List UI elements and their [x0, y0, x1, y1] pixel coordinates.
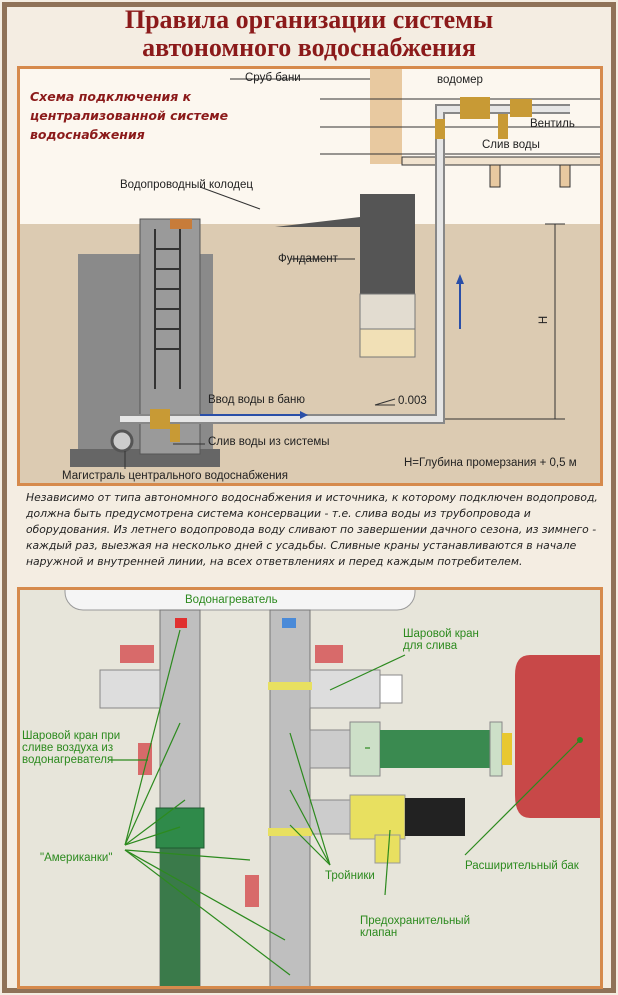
label-main: Магистраль центрального водоснабжения: [62, 470, 288, 482]
scheme-drawing: [20, 69, 600, 483]
label-vodomer: водомер: [437, 74, 483, 86]
label-system-drain: Слив воды из системы: [208, 436, 330, 448]
description-paragraph: Независимо от типа автономного водоснабж…: [26, 491, 598, 568]
label-ventil: Вентиль: [530, 118, 575, 130]
scheme-heading: Схема подключения к централизованной сис…: [30, 89, 229, 142]
page-title: Правила организации системы автономного …: [0, 6, 618, 62]
label-well: Водопроводный колодец: [120, 179, 253, 191]
label-h: H: [538, 315, 551, 325]
label-inlet: Ввод воды в баню: [208, 394, 305, 406]
label-ball-air: Шаровой кран при сливе воздуха из водона…: [22, 730, 121, 766]
heater-connection-scheme: Водонагреватель Шаровой кран для слива Ш…: [17, 587, 603, 989]
label-sliv: Слив воды: [482, 139, 540, 151]
central-connection-scheme: Схема подключения к централизованной сис…: [17, 66, 603, 486]
label-h-note: H=Глубина промерзания + 0,5 м: [404, 457, 577, 469]
label-ball-drain: Шаровой кран для слива: [403, 628, 479, 652]
label-foundation: Фундамент: [278, 253, 338, 265]
label-slope: 0.003: [398, 395, 427, 407]
title-line-1: Правила организации системы: [124, 5, 494, 34]
label-tees: Тройники: [325, 870, 375, 882]
title-line-2: автономного водоснабжения: [142, 33, 476, 62]
label-tank: Расширительный бак: [465, 860, 579, 872]
label-heater: Водонагреватель: [185, 594, 278, 606]
label-srub: Сруб бани: [245, 72, 301, 84]
heater-drawing: [64, 590, 600, 986]
label-safety-valve: Предохранительный клапан: [360, 915, 470, 939]
label-american: "Американки": [40, 852, 113, 864]
